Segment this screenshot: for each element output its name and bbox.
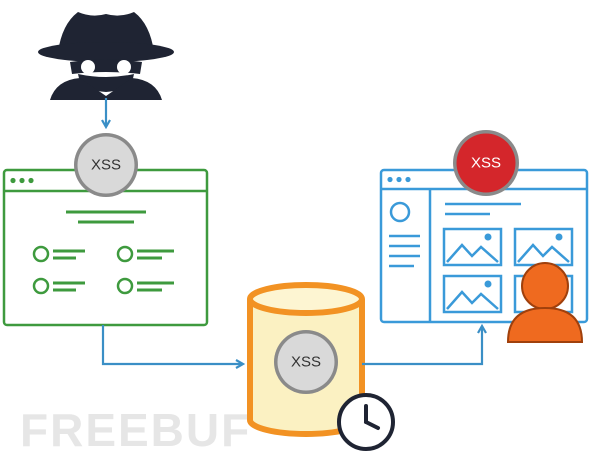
arrow-database-to-victim — [362, 326, 482, 366]
xss-badge-victim: XSS — [453, 130, 519, 196]
xss-badge-database: XSS — [274, 330, 338, 394]
attacker-page-window — [2, 168, 209, 327]
arrow-site-to-database — [101, 325, 243, 364]
xss-badge-victim-label: XSS — [471, 155, 501, 172]
watermark: FREEBUF — [20, 404, 251, 456]
image-icon — [442, 274, 503, 314]
image-icon — [442, 227, 503, 267]
clock-icon — [337, 393, 395, 451]
xss-badge-attacker: XSS — [74, 133, 138, 197]
xss-badge-database-label: XSS — [291, 354, 321, 371]
user-icon — [506, 262, 584, 343]
spy-icon — [38, 12, 174, 100]
xss-badge-attacker-label: XSS — [91, 157, 121, 174]
